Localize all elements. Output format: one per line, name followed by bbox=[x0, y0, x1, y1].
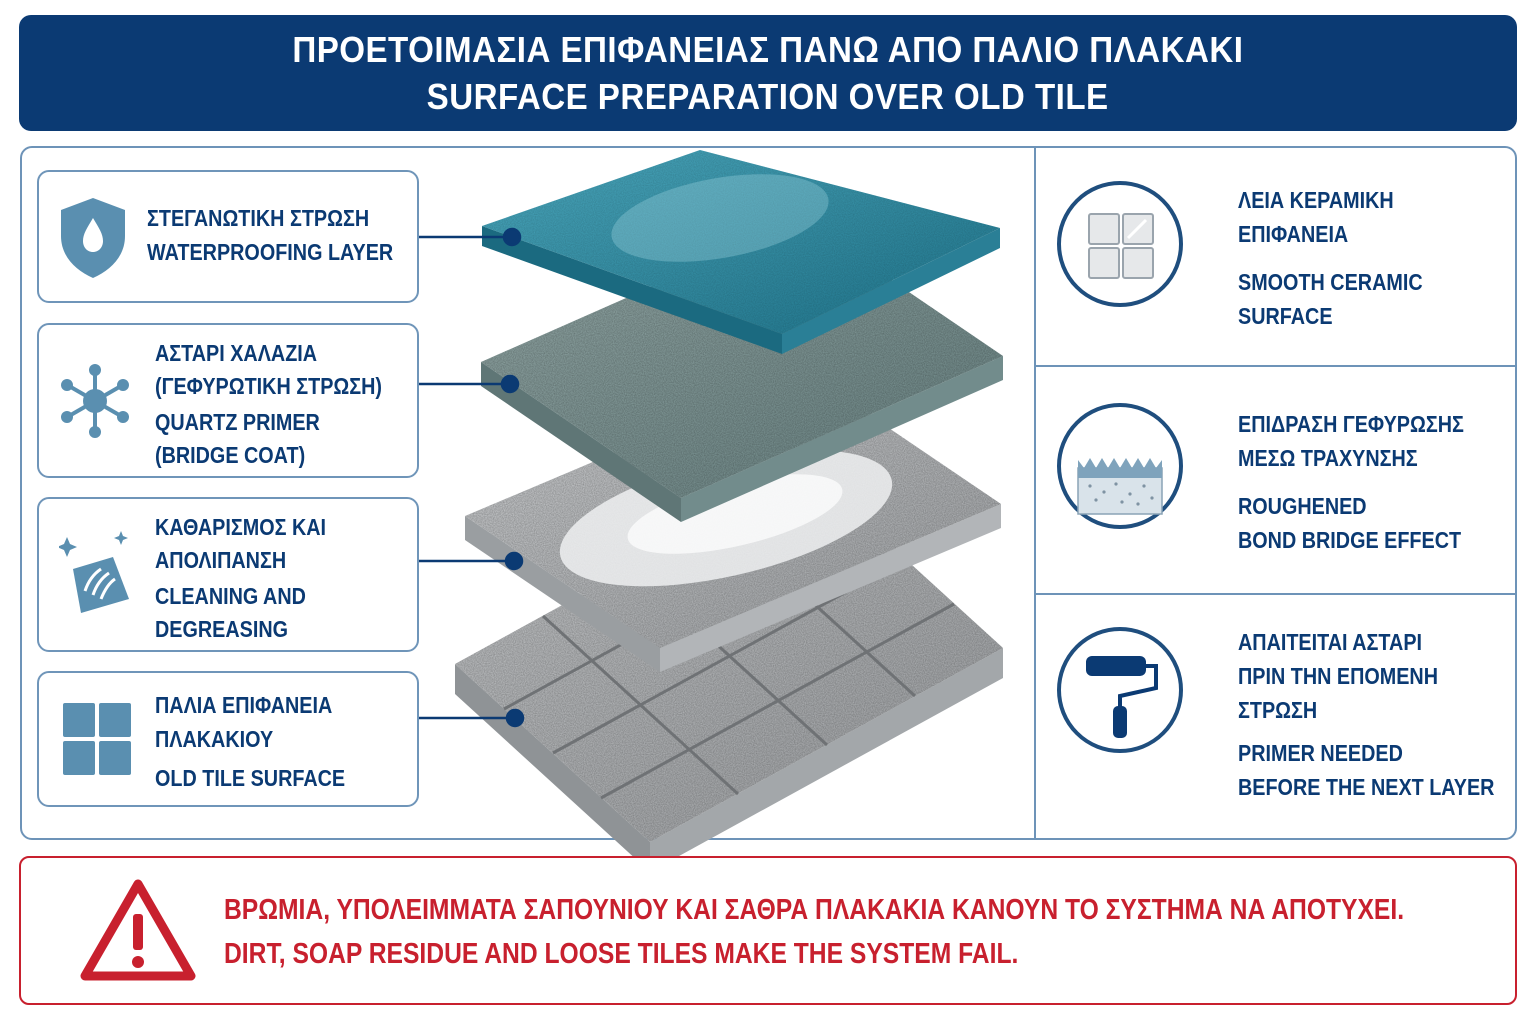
diagram-panel bbox=[20, 146, 1517, 840]
paint-roller-icon bbox=[1057, 627, 1183, 753]
primer-needed-label-gr-2: ΠΡΙΝ ΤΗΝ ΕΠΟΜΕΝΗ bbox=[1238, 663, 1439, 689]
smooth-ceramic-label-gr-1: ΛΕΙΑ ΚΕΡΑΜΙΚΗ bbox=[1238, 187, 1394, 213]
bond-bridge-label-gr-2: ΜΕΣΩ ΤΡΑΧΥΝΣΗΣ bbox=[1238, 445, 1418, 471]
warning-text-en: DIRT, SOAP RESIDUE AND LOOSE TILES MAKE … bbox=[224, 938, 1019, 970]
card-old-tile-surface: ΠΑΛΙΑ ΕΠΙΦΑΝΕΙΑ ΠΛΑΚΑΚΙΟΥ OLD TILE SURFA… bbox=[37, 671, 419, 807]
primer-needed-label-en-2: BEFORE THE NEXT LAYER bbox=[1238, 774, 1495, 800]
notes-column bbox=[1034, 146, 1517, 840]
waterproofing-slab bbox=[482, 150, 1000, 354]
water-drop-shield-icon bbox=[61, 198, 125, 278]
cleaning-slab bbox=[465, 372, 1001, 672]
primer-needed-label-gr-1: ΑΠΑΙΤΕΙΤΑΙ ΑΣΤΑΡΙ bbox=[1238, 629, 1423, 655]
primer-needed-label-en-1: PRIMER NEEDED bbox=[1238, 740, 1403, 766]
waterproofing-label-en: WATERPROOFING LAYER bbox=[147, 239, 394, 265]
warning-box: ΒΡΩΜΙΑ, ΥΠΟΛΕΙΜΜΑΤΑ ΣΑΠΟΥΝΙΟΥ ΚΑΙ ΣΑΘΡΑ … bbox=[19, 856, 1517, 1005]
card-quartz-primer: ΑΣΤΑΡΙ ΧΑΛΑΖΙΑ (ΓΕΦΥΡΩΤΙΚΗ ΣΤΡΩΣΗ) QUART… bbox=[37, 323, 419, 478]
primer-needed-label-gr-3: ΣΤΡΩΣΗ bbox=[1238, 697, 1318, 723]
smooth-ceramic-label-en-1: SMOOTH CERAMIC bbox=[1238, 269, 1423, 295]
title-greek: ΠΡΟΕΤΟΙΜΑΣΙΑ ΕΠΙΦΑΝΕΙΑΣ ΠΑΝΩ ΑΠΟ ΠΑΛΙΟ Π… bbox=[292, 29, 1244, 70]
old-tile-label-en: OLD TILE SURFACE bbox=[155, 765, 346, 791]
title-english: SURFACE PREPARATION OVER OLD TILE bbox=[427, 76, 1109, 117]
bond-bridge-label-en-1: ROUGHENED bbox=[1238, 493, 1367, 519]
cleaning-label-en-1: CLEANING AND bbox=[155, 583, 306, 609]
warning-text-gr: ΒΡΩΜΙΑ, ΥΠΟΛΕΙΜΜΑΤΑ ΣΑΠΟΥΝΙΟΥ ΚΑΙ ΣΑΘΡΑ … bbox=[224, 894, 1405, 926]
bond-bridge-label-en-2: BOND BRIDGE EFFECT bbox=[1238, 527, 1462, 553]
hand-wiping-icon bbox=[59, 531, 129, 613]
cleaning-label-gr-1: ΚΑΘΑΡΙΣΜΟΣ ΚΑΙ bbox=[155, 514, 327, 540]
molecule-icon bbox=[61, 364, 129, 438]
ceramic-tiles-icon bbox=[1057, 181, 1183, 307]
cleaning-label-gr-2: ΑΠΟΛΙΠΑΝΣΗ bbox=[155, 547, 287, 573]
primer-label-en-2: (BRIDGE COAT) bbox=[155, 442, 306, 468]
card-cleaning-degreasing: ΚΑΘΑΡΙΣΜΟΣ ΚΑΙ ΑΠΟΛΙΠΑΝΣΗ CLEANING AND D… bbox=[37, 497, 419, 652]
notes-divider bbox=[1036, 365, 1516, 367]
title-banner: ΠΡΟΕΤΟΙΜΑΣΙΑ ΕΠΙΦΑΝΕΙΑΣ ΠΑΝΩ ΑΠΟ ΠΑΛΙΟ Π… bbox=[19, 15, 1517, 131]
waterproofing-label-gr: ΣΤΕΓΑΝΩΤΙΚΗ ΣΤΡΩΣΗ bbox=[147, 205, 370, 231]
old-tile-label-gr-1: ΠΑΛΙΑ ΕΠΙΦΑΝΕΙΑ bbox=[155, 692, 333, 718]
card-waterproofing-layer: ΣΤΕΓΑΝΩΤΙΚΗ ΣΤΡΩΣΗ WATERPROOFING LAYER bbox=[37, 170, 419, 303]
old-tile-label-gr-2: ΠΛΑΚΑΚΙΟΥ bbox=[155, 726, 274, 752]
bond-bridge-label-gr-1: ΕΠΙΔΡΑΣΗ ΓΕΦΥΡΩΣΗΣ bbox=[1238, 411, 1464, 437]
primer-label-gr-2: (ΓΕΦΥΡΩΤΙΚΗ ΣΤΡΩΣΗ) bbox=[155, 373, 382, 399]
smooth-ceramic-label-en-2: SURFACE bbox=[1238, 303, 1333, 329]
tile-grid-icon bbox=[63, 703, 131, 775]
notes-divider bbox=[1036, 593, 1516, 595]
primer-label-gr-1: ΑΣΤΑΡΙ ΧΑΛΑΖΙΑ bbox=[155, 340, 318, 366]
rough-surface-icon bbox=[1057, 403, 1183, 529]
primer-label-en-1: QUARTZ PRIMER bbox=[155, 409, 320, 435]
smooth-ceramic-label-gr-2: ΕΠΙΦΑΝΕΙΑ bbox=[1238, 221, 1349, 247]
cleaning-label-en-2: DEGREASING bbox=[155, 616, 288, 642]
warning-triangle-icon bbox=[80, 879, 196, 981]
